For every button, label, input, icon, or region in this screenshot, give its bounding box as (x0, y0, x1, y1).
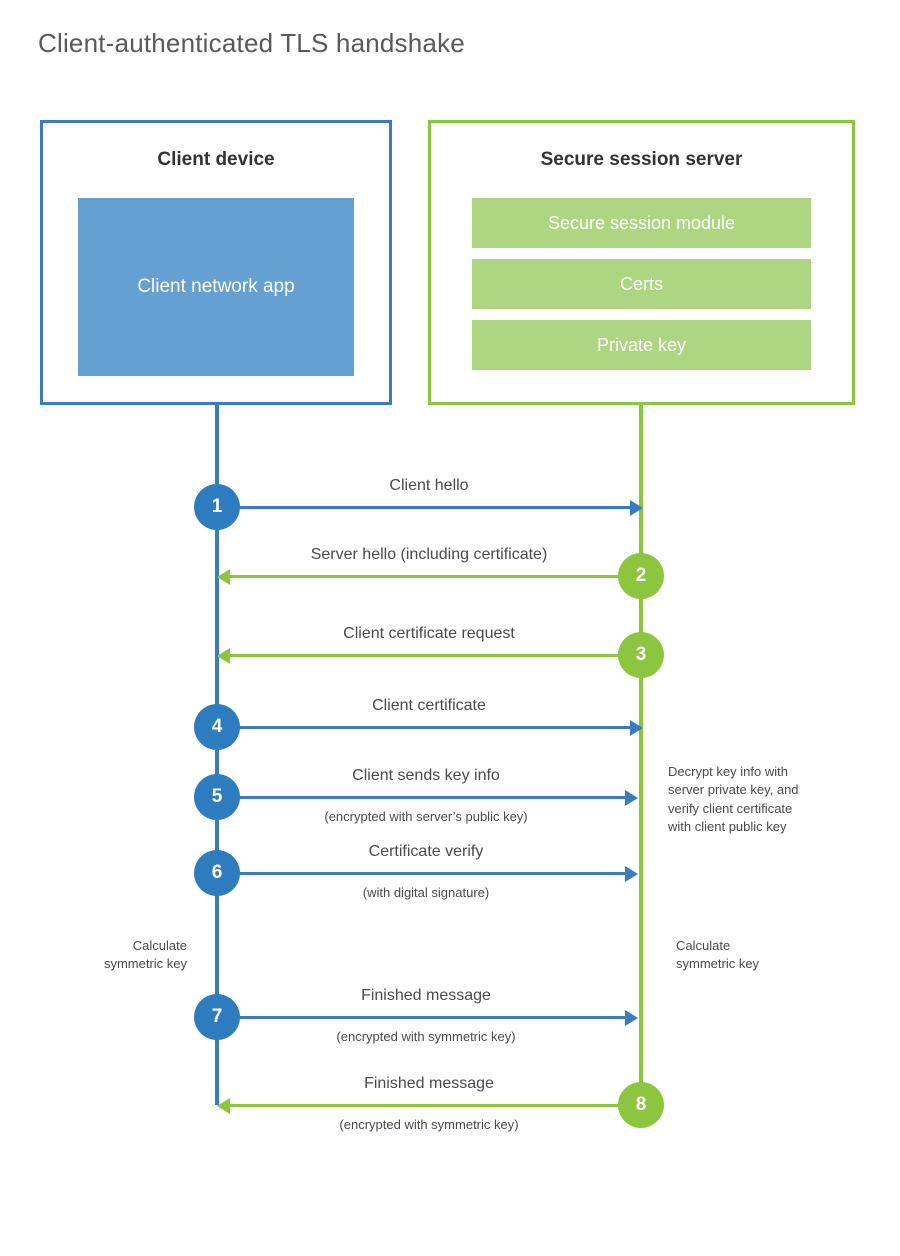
message-1-line (217, 506, 635, 509)
step-badge-3: 3 (618, 632, 664, 678)
message-7-sublabel: (encrypted with symmetric key) (336, 1029, 516, 1044)
client-network-app-block: Client network app (78, 198, 354, 376)
client-calculate-symmetric-key-note: Calculate symmetric key (103, 938, 187, 972)
server-decrypt-note: Decrypt key info with server private key… (668, 764, 799, 835)
client-device-box: Client device Client network app (40, 120, 392, 405)
message-8-label: Finished message (364, 1075, 494, 1092)
message-6-label: Certificate verify (368, 843, 484, 860)
message-6-line (217, 872, 627, 875)
message-6-sublabel: (with digital signature) (362, 885, 490, 900)
server-components-list: Secure session module Certs Private key (472, 198, 811, 370)
message-3-label: Client certificate request (343, 625, 515, 642)
message-3-arrowhead (217, 648, 230, 664)
message-2-arrowhead (217, 569, 230, 585)
server-component-secure-session-module: Secure session module (472, 198, 811, 248)
step-badge-8: 8 (618, 1082, 664, 1128)
secure-session-server-box: Secure session server Secure session mod… (428, 120, 855, 405)
secure-session-server-title: Secure session server (540, 149, 743, 170)
message-3-line (228, 654, 641, 657)
step-badge-1: 1 (194, 484, 240, 530)
message-5-line (217, 796, 627, 799)
message-7-arrowhead (625, 1010, 638, 1026)
message-4-arrowhead (630, 720, 643, 736)
message-2-line (228, 575, 641, 578)
message-1-arrowhead (630, 500, 643, 516)
server-component-certs: Certs (472, 259, 811, 309)
server-component-private-key: Private key (472, 320, 811, 370)
message-7-line (217, 1016, 627, 1019)
message-6-arrowhead (625, 866, 638, 882)
message-2-label: Server hello (including certificate) (310, 546, 548, 563)
message-5-arrowhead (625, 790, 638, 806)
message-8-sublabel: (encrypted with symmetric key) (339, 1117, 519, 1132)
message-5-label: Client sends key info (352, 767, 500, 784)
page-title: Client-authenticated TLS handshake (38, 28, 465, 58)
message-5-sublabel: (encrypted with server’s public key) (324, 809, 528, 824)
message-4-line (217, 726, 635, 729)
message-8-arrowhead (217, 1098, 230, 1114)
message-1-label: Client hello (389, 477, 469, 494)
message-7-label: Finished message (361, 987, 491, 1004)
message-8-line (228, 1104, 641, 1107)
step-badge-5: 5 (194, 774, 240, 820)
server-calculate-symmetric-key-note: Calculate symmetric key (676, 938, 760, 972)
step-badge-2: 2 (618, 553, 664, 599)
step-badge-7: 7 (194, 994, 240, 1040)
server-lifeline (639, 405, 643, 1105)
step-badge-6: 6 (194, 850, 240, 896)
message-4-label: Client certificate (372, 697, 486, 714)
step-badge-4: 4 (194, 704, 240, 750)
client-lifeline (215, 405, 219, 1105)
client-device-title: Client device (157, 149, 275, 170)
